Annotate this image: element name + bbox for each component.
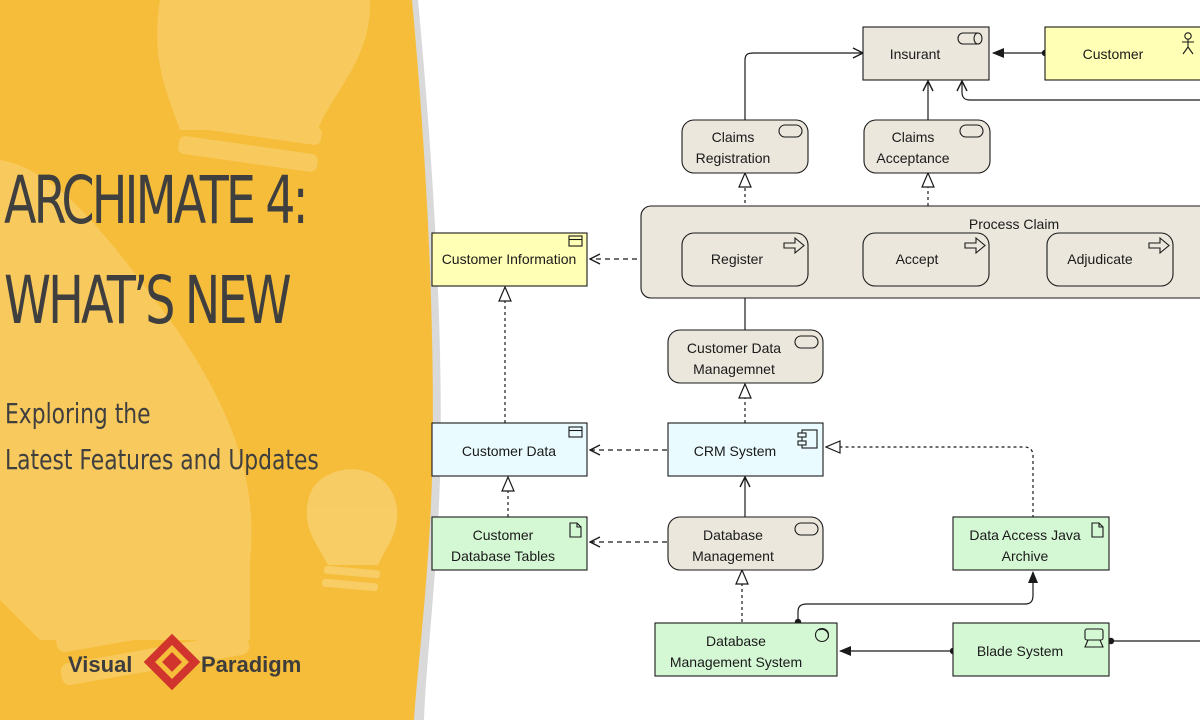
dbms-label-2: Management System (670, 654, 802, 670)
customer-data-mgmt-box (667, 329, 824, 384)
claims-registration-box (681, 119, 809, 174)
service-icon (794, 522, 819, 536)
actor-icon (1182, 32, 1194, 55)
adjudicate-label: Adjudicate (1067, 251, 1133, 267)
dbms-label-1: Database (706, 633, 766, 649)
customer-label: Customer (1083, 46, 1144, 62)
customer-data-mgmt-label-1: Customer Data (687, 340, 781, 356)
adjudicate-box (1046, 232, 1174, 287)
data-access-jar-box (952, 516, 1110, 571)
customer-data-box (431, 422, 588, 477)
claims-acceptance-label-1: Claims (892, 129, 935, 145)
service-icon (959, 124, 984, 138)
claims-registration-label-1: Claims (712, 129, 755, 145)
process-icon (783, 236, 805, 255)
object-icon (568, 426, 583, 438)
database-management-label-2: Management (692, 548, 774, 564)
crm-system-box (667, 422, 824, 477)
customer-db-tables-label-2: Database Tables (451, 548, 555, 564)
customer-information-label: Customer Information (442, 251, 577, 267)
logo-text-paradigm: Paradigm (201, 652, 302, 677)
labels: Insurant Customer Claims Registration Cl… (442, 46, 1144, 670)
insurant-box (862, 26, 990, 81)
dbms-box (654, 622, 838, 677)
service-icon (794, 335, 819, 349)
crm-system-label: CRM System (694, 443, 776, 459)
data-access-jar-label-2: Archive (1002, 548, 1049, 564)
accept-box (862, 232, 990, 287)
customer-data-label: Customer Data (462, 443, 556, 459)
small-lightbulb-icon (306, 469, 398, 592)
blade-system-label: Blade System (977, 643, 1063, 659)
serving-claimsreg-insurant (744, 53, 863, 120)
process-icon (1148, 236, 1170, 255)
service-icon (778, 124, 803, 138)
customer-box (1044, 26, 1200, 81)
process-icon (964, 236, 986, 255)
artifact-icon (1091, 522, 1104, 538)
lightbulb-icon (0, 0, 371, 686)
database-management-box (667, 516, 824, 571)
data-access-jar-label-1: Data Access Java (969, 527, 1080, 543)
register-label: Register (711, 251, 763, 267)
icons (568, 32, 1194, 648)
yellow-panel (0, 0, 433, 720)
customer-db-tables-label-1: Customer (473, 527, 534, 543)
role-icon (957, 32, 983, 45)
subtitle-line-2: Latest Features and Updates (5, 443, 319, 476)
assignment-dbms-jar (794, 571, 1038, 626)
subtitle-line-1: Exploring the (5, 397, 151, 430)
database-management-label-1: Database (703, 527, 763, 543)
title-line-2: WHAT’S NEW (4, 262, 292, 339)
device-icon (1084, 628, 1104, 648)
serving-right-insurant (962, 81, 1200, 101)
component-icon (797, 429, 818, 449)
insurant-label: Insurant (890, 46, 941, 62)
customer-db-tables-box (431, 516, 588, 571)
claims-acceptance-box (863, 119, 991, 174)
artifact-icon (569, 522, 582, 538)
nodes (431, 26, 1200, 677)
customer-information-box (431, 232, 588, 287)
blade-system-box (952, 622, 1110, 677)
realization-jar-crm (826, 447, 1034, 518)
claims-acceptance-label-2: Acceptance (876, 150, 949, 166)
logo-text-visual: Visual (68, 652, 133, 677)
system-software-icon (814, 627, 830, 643)
title-line-1: ARCHIMATE 4: (4, 162, 309, 239)
register-box (681, 232, 809, 287)
connectors (505, 53, 1200, 656)
claims-registration-label-2: Registration (696, 150, 771, 166)
object-icon (568, 235, 583, 247)
customer-data-mgmt-label-2: Managemnet (693, 361, 775, 377)
process-claim-label: Process Claim (969, 216, 1059, 232)
accept-label: Accept (896, 251, 939, 267)
